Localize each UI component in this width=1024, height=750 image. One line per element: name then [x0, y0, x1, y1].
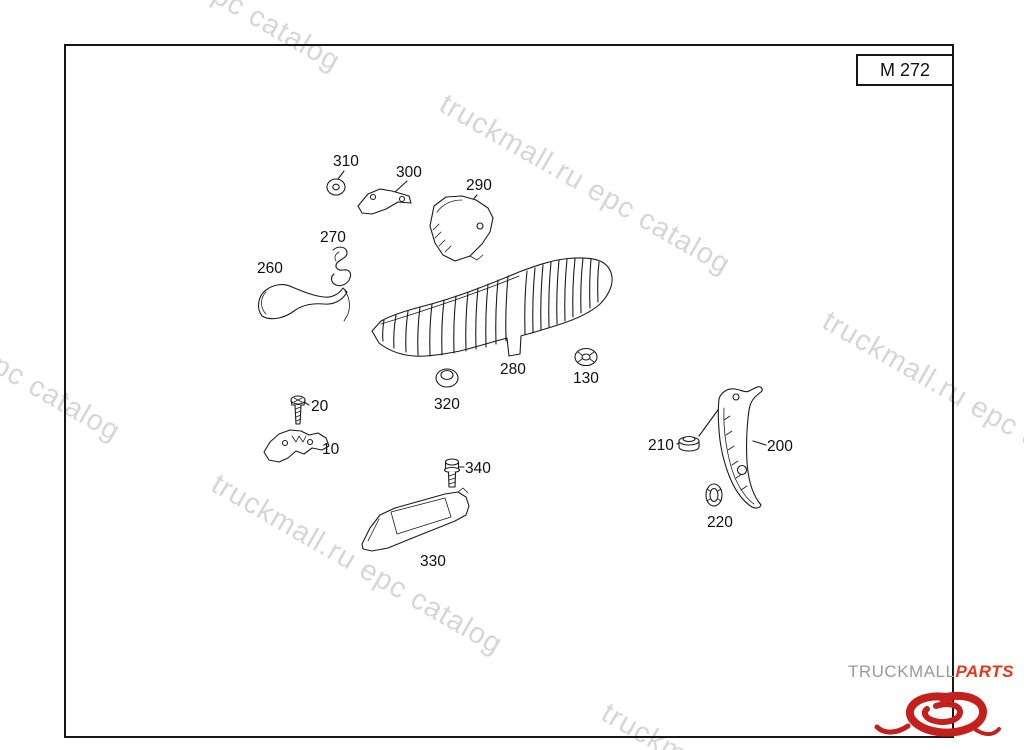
shield-ribs — [382, 257, 600, 357]
diagram-border — [64, 44, 954, 738]
part-callout-320: 320 — [434, 396, 460, 413]
part-callout-130: 130 — [573, 370, 599, 387]
part-callout-20: 20 — [311, 398, 329, 415]
part-callout-220: 220 — [707, 514, 733, 531]
part-callout-260: 260 — [257, 260, 283, 277]
part-callout-340: 340 — [465, 460, 491, 477]
part-10-art — [263, 429, 330, 463]
part-310-art — [326, 178, 346, 196]
part-callout-200: 200 — [767, 438, 793, 455]
logo-swirl-icon — [874, 691, 1001, 737]
part-200-art — [717, 386, 763, 509]
part-callout-310: 310 — [333, 153, 359, 170]
model-code-label: M 272 — [879, 59, 931, 80]
part-callout-10: 10 — [322, 441, 340, 458]
part-20-art — [290, 395, 306, 425]
part-330-art — [361, 487, 470, 552]
part-320-art — [435, 368, 459, 388]
part-220-art — [705, 483, 723, 507]
model-code-box: M 272 — [856, 54, 954, 86]
part-300-art — [357, 188, 412, 215]
part-callout-210: 210 — [648, 437, 674, 454]
part-130-art — [574, 347, 598, 367]
part-270-art — [331, 246, 352, 287]
part-280-art — [371, 257, 613, 357]
part-callout-280: 280 — [500, 361, 526, 378]
logo-parts-label: PARTS — [955, 662, 1014, 681]
truckmall-logo-text: TRUCKMALLPARTS — [848, 662, 1014, 682]
part-callout-330: 330 — [420, 553, 446, 570]
part-210-art — [678, 435, 700, 452]
part-callout-300: 300 — [396, 164, 422, 181]
part-callout-290: 290 — [466, 177, 492, 194]
part-290-art — [429, 195, 494, 262]
part-260-art — [257, 284, 350, 322]
part-340-art — [443, 458, 461, 488]
truckmall-logo: TRUCKMALLPARTS — [848, 660, 1022, 750]
part-callout-270: 270 — [320, 229, 346, 246]
logo-brand-label: TRUCKMALL — [847, 662, 956, 681]
